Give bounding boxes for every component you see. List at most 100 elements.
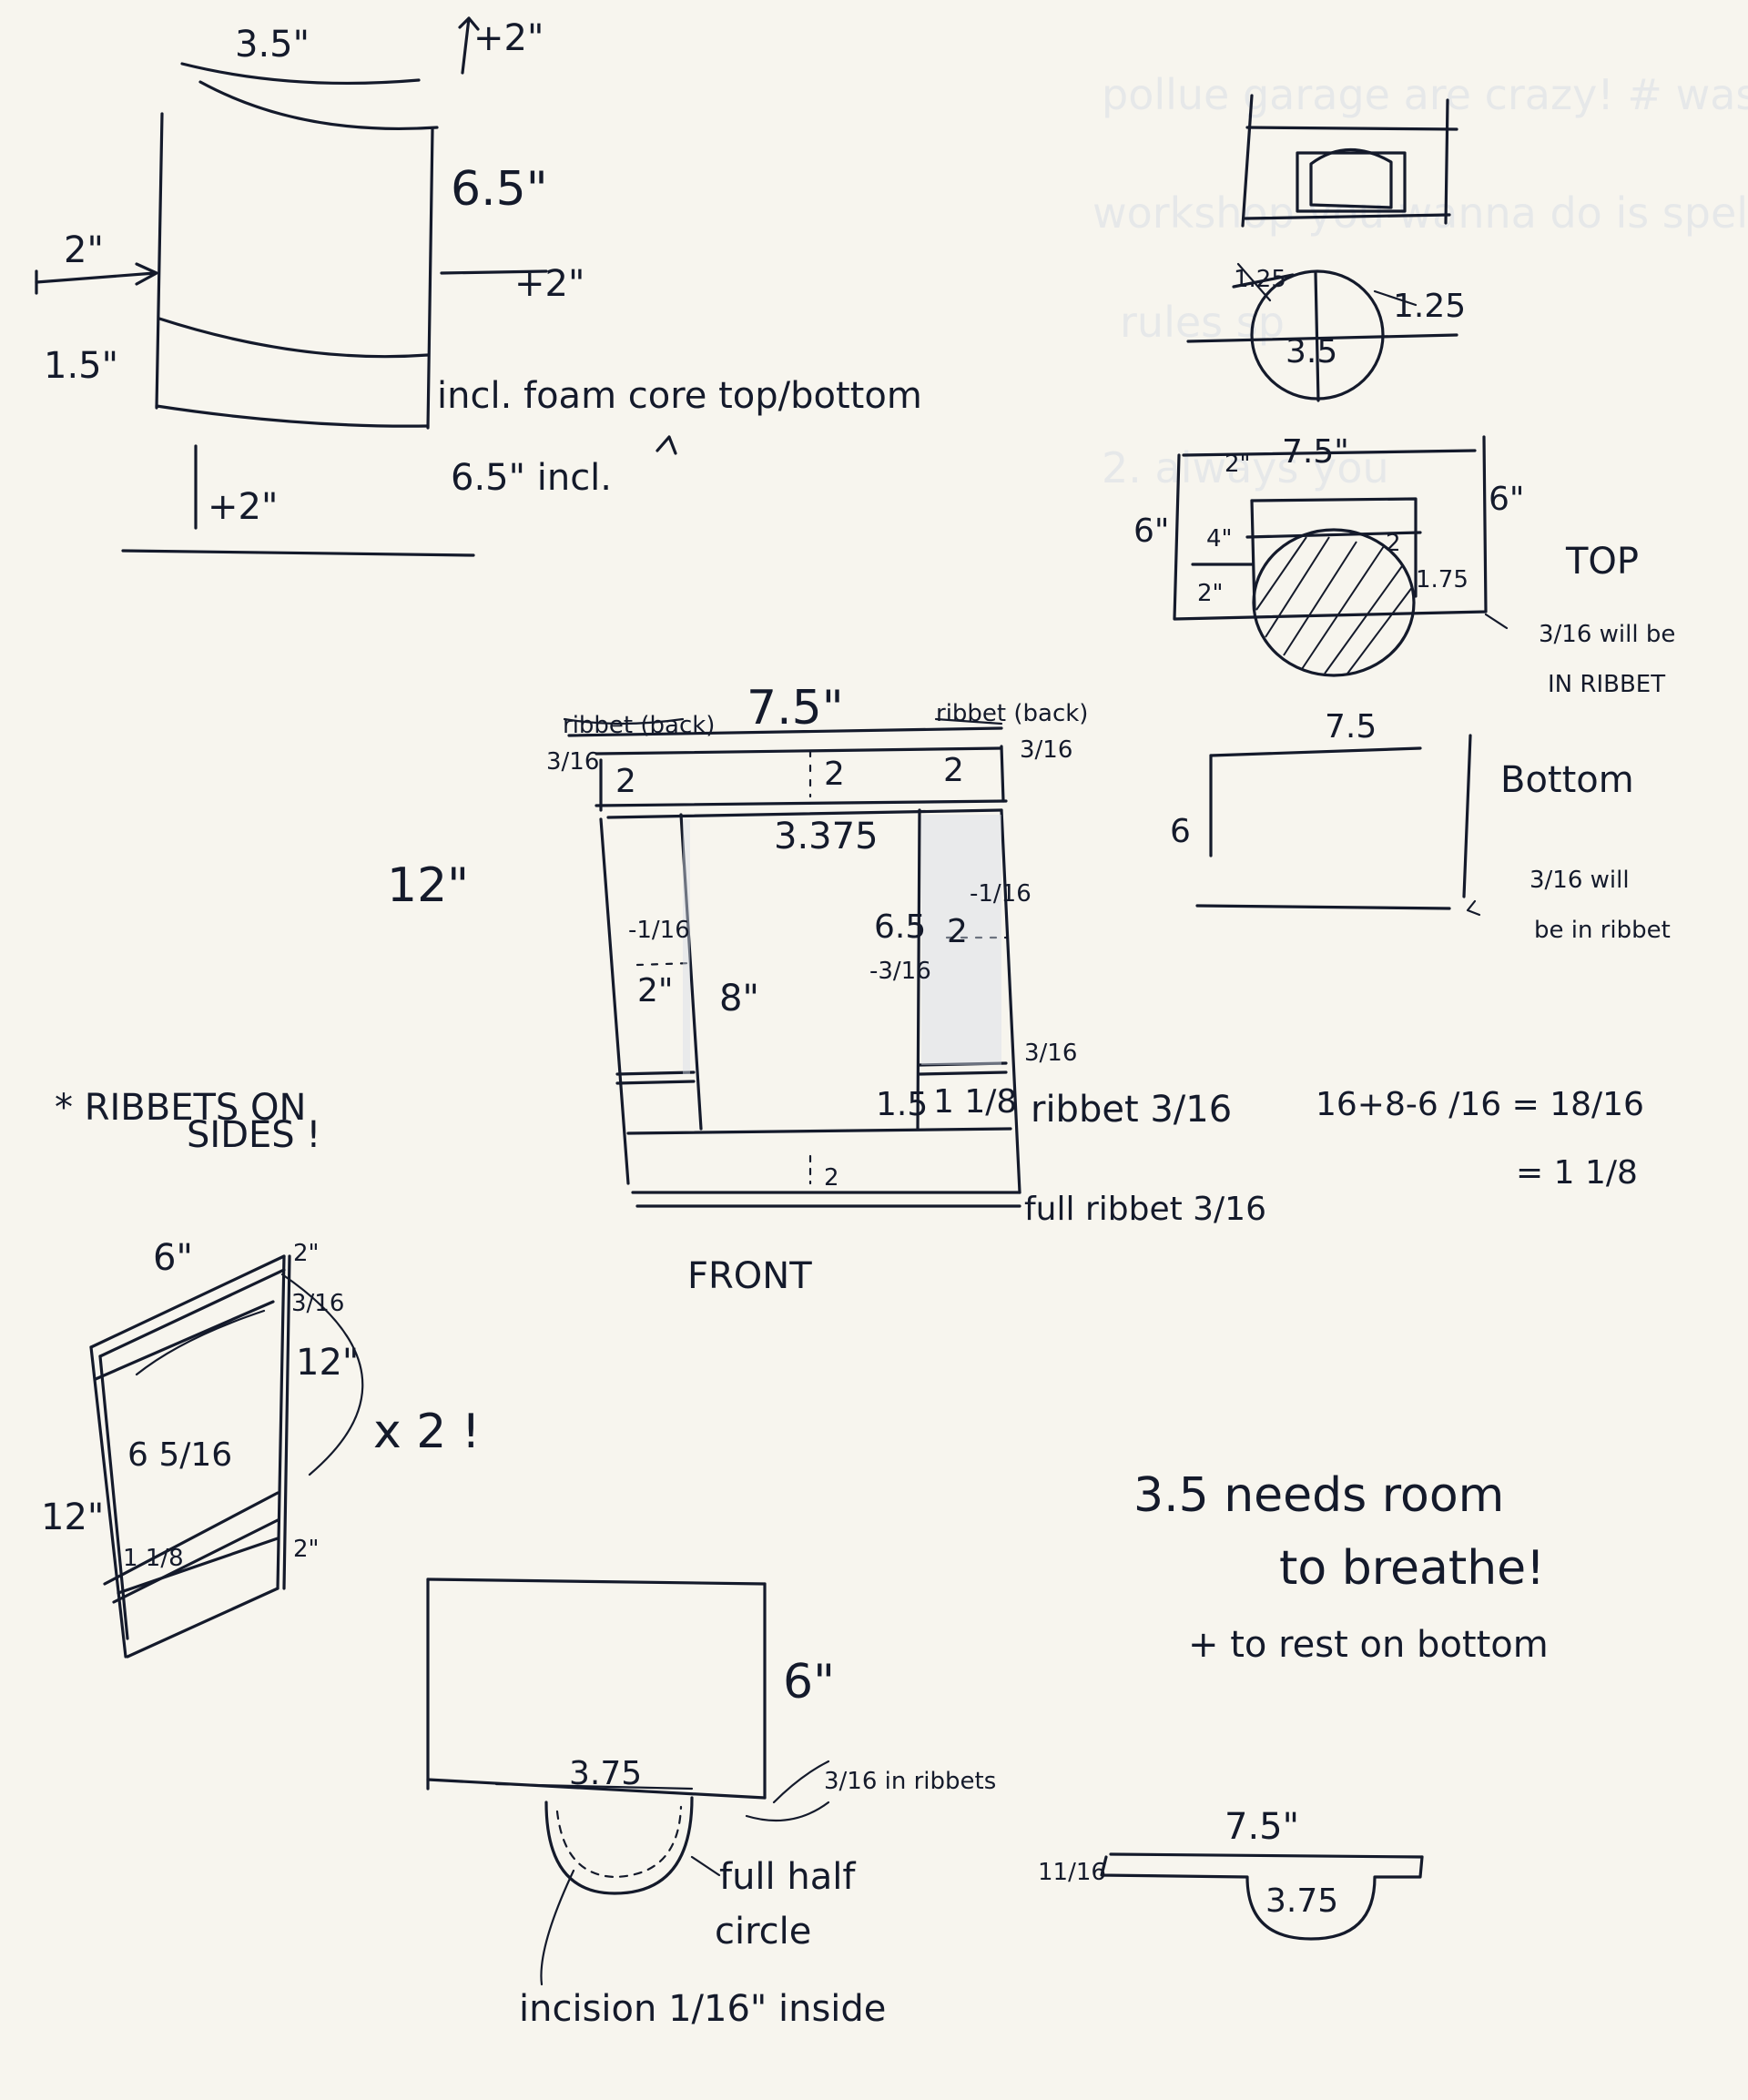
top-inner-right: 1.75	[1416, 566, 1469, 593]
equation-line-1: 16+8-6 /16 = 18/16	[1316, 1086, 1644, 1123]
sketch-lower-right: 7.5" 11/16 3.75	[1038, 1806, 1424, 1941]
up-arrow	[458, 16, 480, 75]
front-ribbet-right: ribbet (back)	[936, 700, 1088, 727]
bottom-title: Bottom	[1500, 759, 1634, 801]
lower-height: 6"	[783, 1655, 835, 1709]
front-full-ribbet: full ribbet 3/16	[1024, 1191, 1266, 1228]
base-line	[121, 549, 475, 557]
bottom-note-1: 3/16 will	[1530, 867, 1630, 894]
band-line	[158, 317, 430, 359]
front-right-minus-top: -1/16	[970, 880, 1032, 908]
front-shelf-right: 1 1/8	[933, 1083, 1017, 1121]
cylinder-right-edge	[426, 127, 434, 430]
label-bottom-left: +2"	[208, 486, 278, 528]
ribbets-note-2: SIDES !	[187, 1114, 320, 1156]
front-right-316-low: 3/16	[1024, 1040, 1077, 1067]
lower-incision: incision 1/16" inside	[519, 1988, 886, 2030]
side-bottom-right: 2"	[293, 1536, 320, 1563]
breathe-line-1: 3.5 needs room	[1133, 1468, 1504, 1523]
front-height: 12"	[387, 858, 469, 913]
top-inner-top: 2"	[1225, 451, 1251, 478]
front-left-two: 2"	[637, 972, 673, 1009]
small-arrow	[656, 435, 677, 455]
sketch-cd: 1.25 1.25 3.5	[1186, 262, 1466, 402]
cylinder-left-edge	[155, 112, 164, 410]
bottom-note-2: be in ribbet	[1534, 917, 1671, 944]
top-right-height: 6"	[1489, 481, 1524, 518]
side-left-height: 12"	[41, 1496, 104, 1538]
breathe-line-2: to breathe!	[1279, 1541, 1545, 1596]
label-height: 6.5"	[451, 162, 548, 217]
front-shelf-left: 1.5	[876, 1086, 928, 1123]
equation-line-2: = 1 1/8	[1516, 1154, 1638, 1192]
right-column-shade	[683, 815, 1001, 1074]
bleed-through-text: pollue garage are crazy! # was your work…	[1092, 70, 1748, 492]
label-band: 1.5"	[44, 345, 118, 387]
top-left-height: 6"	[1133, 512, 1169, 550]
lower-half-circle-1: full half	[719, 1856, 856, 1898]
front-ribbet-note: ribbet 3/16	[1031, 1089, 1232, 1131]
lower-right-center: 3.75	[1265, 1882, 1338, 1920]
front-top-mid: 2	[824, 756, 845, 793]
side-lower-inner: 1 1/8	[123, 1545, 184, 1572]
lower-half-circle-2: circle	[715, 1911, 811, 1953]
cd-right-label: 1.25	[1393, 288, 1466, 325]
front-left-316: 3/16	[546, 748, 599, 776]
sketch-front-view: FRONT 7.5" ribbet (back) ribbet (back) 3…	[387, 681, 1266, 1297]
front-right-two: 2	[947, 913, 968, 950]
bottom-width: 7.5	[1325, 708, 1377, 746]
top-small-mark: 2	[1386, 530, 1401, 557]
lower-right-width: 7.5"	[1225, 1806, 1299, 1848]
cd-left-label: 1.25	[1234, 266, 1286, 293]
side-right-316: 3/16	[291, 1290, 344, 1317]
top-width: 7.5"	[1282, 433, 1349, 471]
lower-note: 3/16 in ribbets	[824, 1768, 996, 1795]
top-note-1: 3/16 will be	[1539, 621, 1675, 648]
front-center-width: 3.375	[774, 816, 879, 857]
bottom-height: 6	[1170, 813, 1191, 850]
top-inner-bottom: 2"	[1197, 580, 1224, 607]
sketch-bottom-view: Bottom 7.5 6 3/16 will be in ribbet	[1170, 708, 1671, 944]
side-right-height: 12"	[296, 1342, 359, 1384]
breathe-line-3: + to rest on bottom	[1188, 1624, 1549, 1666]
front-center-eight: 8"	[719, 978, 759, 1020]
side-top-right: 2"	[293, 1240, 320, 1267]
cylinder-top-curve	[198, 80, 439, 130]
equation: 16+8-6 /16 = 18/16 = 1 1/8	[1316, 1086, 1644, 1192]
bleed-line-2: workshop you wanna do is spell pack	[1092, 188, 1748, 238]
left-arrow	[35, 262, 158, 286]
side-top-width: 6"	[153, 1237, 193, 1279]
sketch-side-panel: 6" 2" 3/16 12" 12" 6 5/16 1 1/8 2" x 2 !	[41, 1237, 481, 1659]
sketch-top-right-box	[1241, 94, 1458, 228]
label-left-depth: 2"	[64, 229, 104, 271]
front-left-minus: -1/16	[628, 917, 690, 944]
front-title: FRONT	[687, 1255, 812, 1297]
front-right-sixfive: 6.5	[874, 908, 926, 946]
cylinder-bottom-curve	[155, 404, 430, 428]
front-top-left: 2	[615, 763, 636, 800]
label-top-arrow: +2"	[473, 17, 544, 59]
ribbets-note-1: * RIBBETS ON	[55, 1087, 306, 1129]
side-inner: 6 5/16	[127, 1436, 232, 1474]
cd-center-label: 3.5	[1286, 333, 1337, 370]
dim-line-top	[180, 62, 421, 86]
breathe-note: 3.5 needs room to breathe! + to rest on …	[1133, 1468, 1549, 1666]
side-times-two: x 2 !	[373, 1405, 481, 1459]
top-note-2: IN RIBBET	[1548, 671, 1665, 698]
front-bottom-mid: 2	[824, 1164, 839, 1192]
front-right-316: 3/16	[1020, 736, 1072, 764]
front-ribbet-left: ribbet (back)	[563, 712, 715, 739]
label-top-width: 3.5"	[235, 24, 310, 66]
sketch-top-view: TOP 7.5" 2" 6" 6" 4" 2" 1.75 2 3/16 will…	[1133, 433, 1675, 698]
label-bottom-right: 6.5" incl.	[451, 457, 612, 499]
front-top-right: 2	[943, 752, 964, 789]
front-width: 7.5"	[747, 681, 844, 736]
right-arrow-line	[440, 269, 548, 275]
box-slot	[1309, 147, 1393, 209]
lower-width: 3.75	[569, 1755, 642, 1792]
ribbets-note: * RIBBETS ON SIDES !	[55, 1087, 320, 1156]
bleed-line-1: pollue garage are crazy! # was your	[1102, 70, 1748, 119]
label-note: incl. foam core top/bottom	[437, 375, 922, 417]
